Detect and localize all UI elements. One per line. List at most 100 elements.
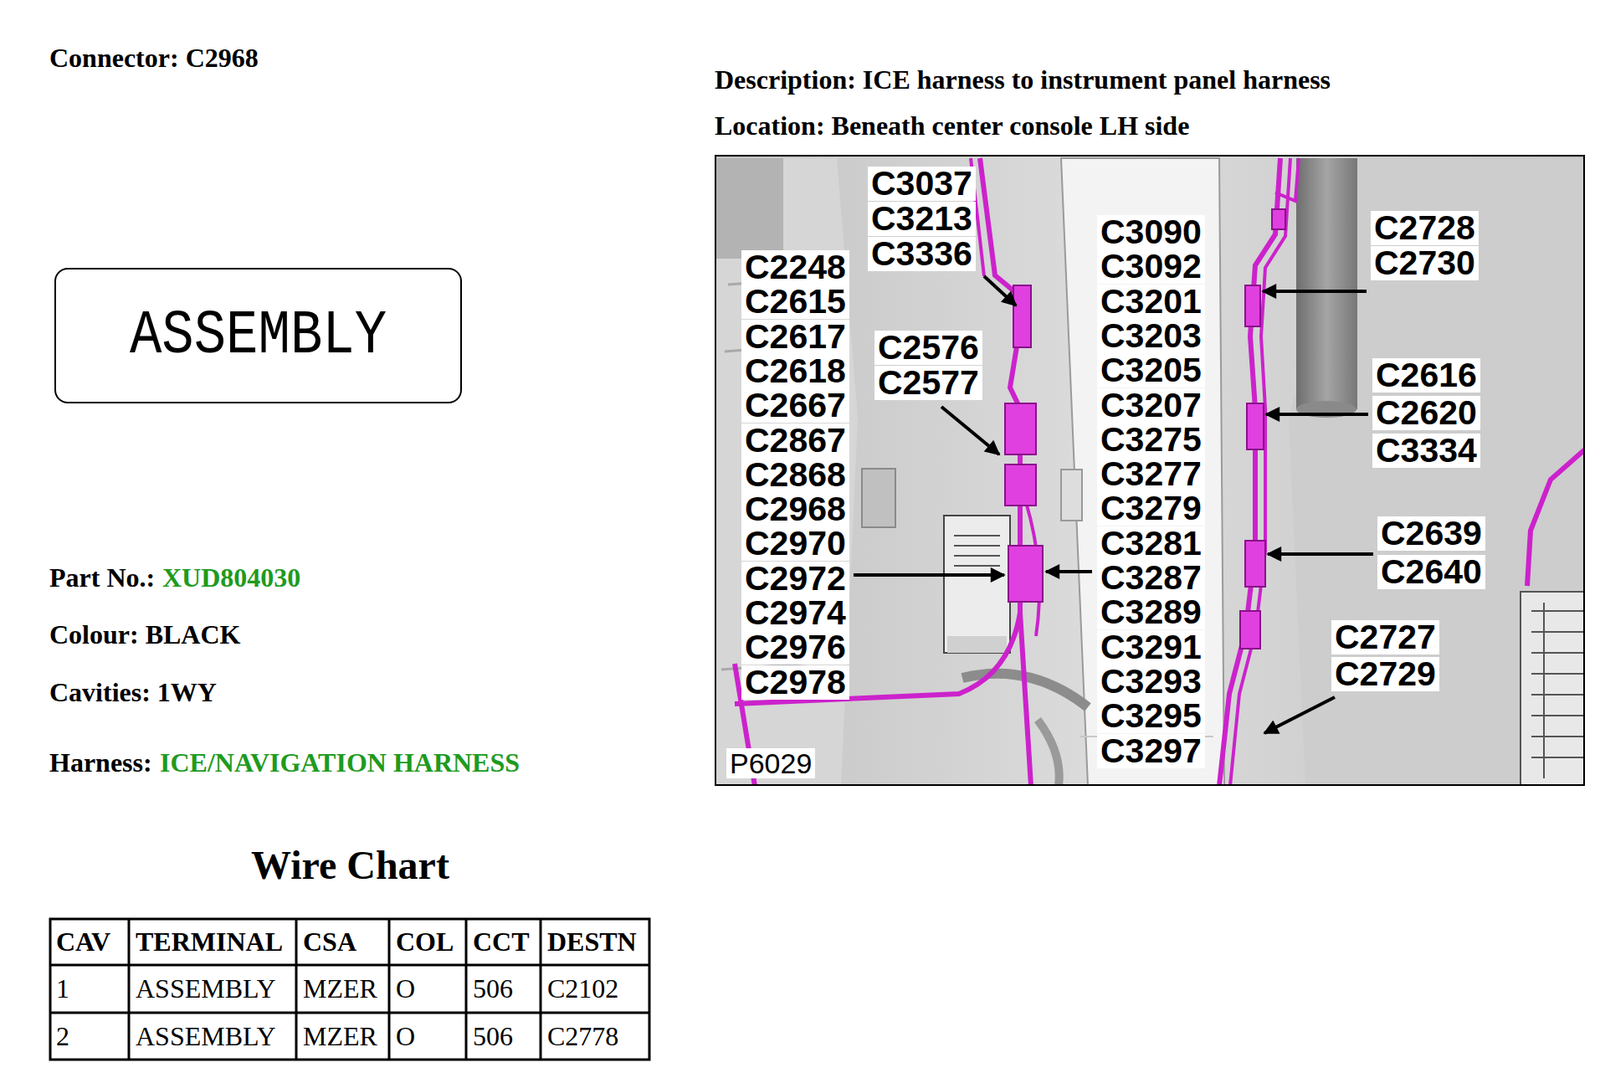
connector-callout: C3203 (1097, 318, 1206, 354)
connector-block (1271, 209, 1286, 230)
table-cell: O (395, 1020, 416, 1052)
connector-callout: C2968 (741, 492, 850, 527)
connector-block (1005, 403, 1036, 455)
connector-callout: C2616 (1372, 358, 1481, 393)
leader-arrow (1262, 289, 1367, 293)
table-cell: C2778 (547, 1020, 619, 1052)
leader-arrow (941, 406, 1000, 455)
wire-chart-grid (50, 918, 650, 1060)
connector-callout: C3037 (867, 166, 976, 201)
leader-arrow (853, 276, 1374, 734)
connector-callout: C2639 (1377, 516, 1486, 551)
photo (734, 158, 1021, 704)
table-header: CAV (56, 926, 111, 958)
photo (1020, 612, 1031, 786)
connector-callout: C2577 (874, 365, 983, 400)
photo (953, 535, 1000, 566)
photo (714, 158, 858, 786)
leader-arrow (1266, 412, 1369, 416)
field-label: Colour: BLACK (49, 619, 241, 651)
photo (1275, 158, 1299, 201)
part-number: XUD804030 (162, 562, 301, 594)
connector-callout: C3090 (1097, 215, 1206, 250)
connector-callout: C3275 (1097, 422, 1206, 457)
connector-callout: C2576 (874, 330, 983, 365)
leader-arrow (1267, 552, 1374, 556)
photo (716, 158, 784, 259)
connector-callout: C2617 (741, 319, 850, 354)
photo (1531, 602, 1585, 779)
connector-callout: C3281 (1097, 526, 1206, 561)
connector-callout: C3213 (867, 201, 976, 236)
connector-callout: C3201 (1097, 284, 1206, 319)
harness-name: ICE/NAVIGATION HARNESS (159, 747, 520, 779)
connector-block (1246, 403, 1264, 450)
photo (714, 154, 1585, 786)
table-cell: 506 (472, 973, 513, 1005)
photo (1061, 158, 1225, 786)
connector-callout: C2640 (1377, 554, 1486, 590)
photo (1061, 469, 1083, 521)
connector-block (1240, 610, 1261, 649)
wire-chart-grid (50, 918, 650, 1060)
table-cell: ASSEMBLY (135, 1020, 277, 1052)
field-label: Harness: (49, 747, 153, 779)
connector-callout: C2976 (741, 630, 850, 665)
photo (1288, 158, 1585, 786)
photo (714, 154, 1585, 786)
connector-callout: C2972 (741, 561, 850, 596)
photo (861, 468, 896, 528)
photo (947, 635, 1007, 653)
table-cell: 506 (472, 1020, 513, 1052)
leader-arrow (1264, 697, 1335, 734)
connector-callout: C2248 (741, 250, 850, 285)
connector-callout: C2730 (1370, 246, 1479, 281)
connector-block (1008, 545, 1043, 602)
field-label: Part No.: (49, 562, 155, 594)
connector-callout: C3205 (1097, 353, 1206, 388)
connector-callout: C2727 (1331, 620, 1440, 655)
connector-callout: C3207 (1097, 388, 1206, 423)
table-cell: O (395, 973, 416, 1005)
connector-block (1005, 209, 1286, 649)
connector-block (1245, 285, 1261, 327)
table-header: TERMINAL (135, 926, 283, 958)
figure-code: P6029 (726, 748, 816, 779)
connector-callout: C3297 (1097, 733, 1206, 769)
photo-frame (715, 155, 1585, 785)
table-header: DESTN (547, 926, 637, 958)
connector-callout: C3291 (1097, 630, 1206, 665)
leader-arrow (853, 573, 1005, 577)
connector-callout: C3279 (1097, 491, 1206, 526)
connector-callout: C2615 (741, 284, 850, 319)
table-cell: 2 (56, 1020, 70, 1052)
connector-callout: C3295 (1097, 698, 1206, 734)
photo (1219, 158, 1281, 786)
connector-block (1005, 464, 1036, 506)
connector-block (1245, 540, 1266, 587)
photo (943, 515, 1011, 653)
assembly-box: ASSEMBLY (54, 267, 462, 404)
connector-callout: C2728 (1370, 210, 1479, 246)
connector-callout: C3277 (1097, 456, 1206, 492)
connector-callout: C2729 (1331, 656, 1440, 692)
photo (1037, 719, 1060, 786)
connector-callout: C3293 (1097, 664, 1206, 699)
photo (1296, 158, 1358, 410)
connector-callout: C3289 (1097, 594, 1206, 630)
connector-callout: C2974 (741, 595, 850, 631)
connector-block (1013, 285, 1031, 348)
connector-callout: C2618 (741, 353, 850, 389)
page-title: Connector: C2968 (49, 42, 259, 74)
photo (1230, 158, 1291, 786)
location: Location: Beneath center console LH side (714, 110, 1190, 142)
connector-callout: C2970 (741, 526, 850, 561)
table-title: Wire Chart (251, 842, 450, 888)
connector-callout: C3092 (1097, 249, 1206, 284)
connector-callout: C3334 (1372, 433, 1481, 468)
connector-callout: C3287 (1097, 560, 1206, 595)
field-label: Cavities: 1WY (49, 676, 217, 708)
connector-callout: C2667 (741, 388, 850, 423)
table-cell: ASSEMBLY (135, 973, 277, 1005)
